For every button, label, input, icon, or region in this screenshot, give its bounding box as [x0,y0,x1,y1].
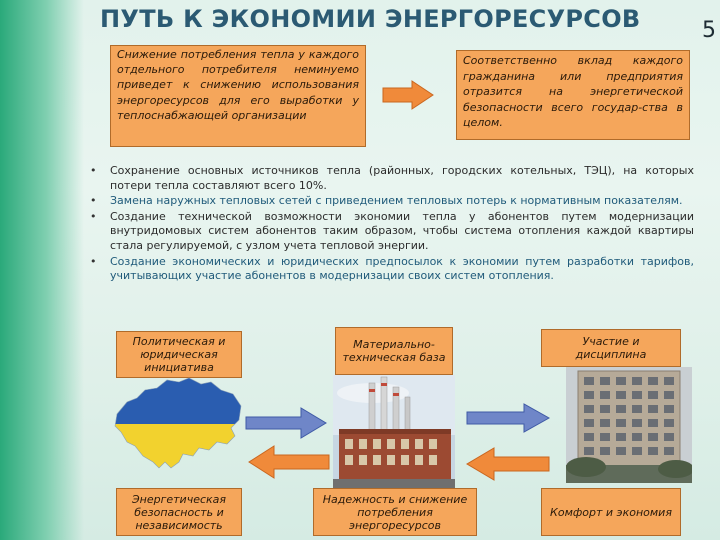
political-initiative-box: Политическая и юридическая инициатива [116,331,242,378]
arrow-right-icon [466,403,550,433]
contribution-box: Соответственно вклад каждого гражданина … [456,50,690,140]
comfort-box: Комфорт и экономия [541,488,681,536]
arrow-left-icon [466,447,550,481]
measures-list: Сохранение основных источников тепла (ра… [86,164,694,285]
list-item: Замена наружных тепловых сетей с приведе… [86,194,694,209]
list-item: Создание технической возможности экономи… [86,210,694,254]
list-item: Создание экономических и юридических пре… [86,255,694,284]
green-side-bar [0,0,84,540]
participation-box: Участие и дисциплина [541,329,681,367]
arrow-left-icon [248,445,330,479]
reliability-box: Надежность и снижение потребления энерго… [313,488,477,536]
slide-title: ПУТЬ К ЭКОНОМИИ ЭНЕРГОРЕСУРСОВ [100,5,641,33]
slide-number: 5 [702,18,716,43]
consumption-reduction-box: Снижение потребления тепла у каждого отд… [110,45,366,147]
material-base-box: Материально-техническая база [335,327,453,375]
arrow-right-icon [245,407,327,439]
power-plant-photo [333,375,455,488]
arrow-right-icon [382,80,434,110]
energy-security-box: Энергетическая безопасность и независимо… [116,488,242,536]
ukraine-map-image [114,377,242,469]
list-item: Сохранение основных источников тепла (ра… [86,164,694,193]
apartment-building-photo [566,367,692,483]
